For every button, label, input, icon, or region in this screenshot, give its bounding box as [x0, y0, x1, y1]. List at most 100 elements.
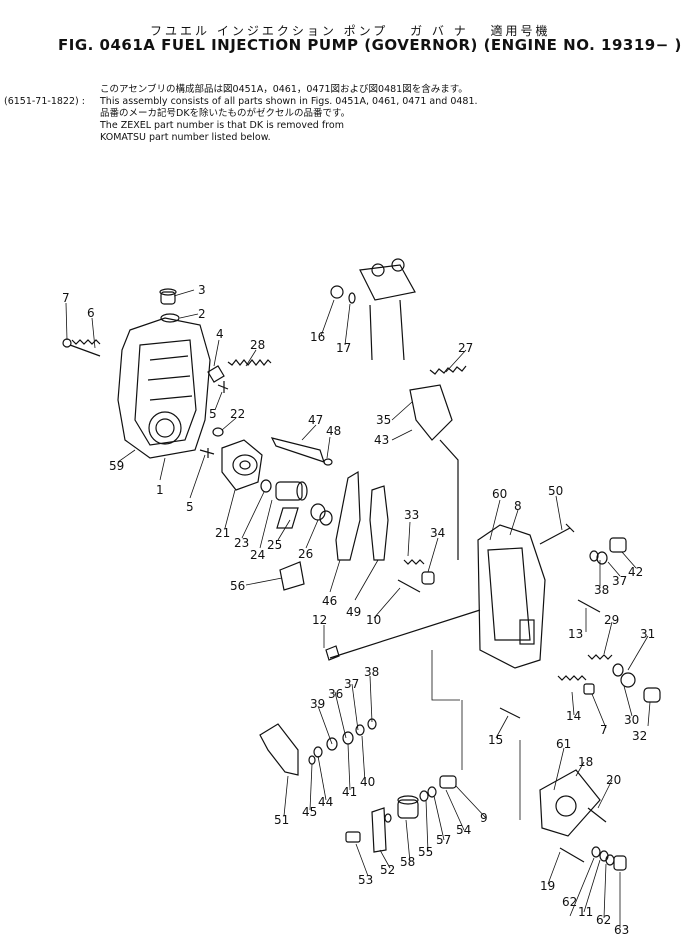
callout-labels: 7 6 3 2 4 28 5 22 59 1 5 21 23 24 25 26 … — [62, 283, 655, 936]
nut — [583, 683, 595, 695]
banjo-bolt — [330, 285, 344, 299]
callout-2: 2 — [198, 307, 206, 321]
note-line-1: このアセンブリの構成部品は図0451A，0461，0471図および図0481図を… — [100, 84, 468, 95]
callout-31: 31 — [640, 627, 655, 641]
callout-62: 62 — [562, 895, 577, 909]
callout-11: 11 — [578, 905, 593, 919]
bolt — [345, 831, 361, 843]
note-line-3: 品番のメーカ記号DKを除いたものがゼクセルの品番です。 — [100, 108, 351, 119]
note-line-4: The ZEXEL part number is that DK is remo… — [100, 120, 344, 131]
callout-7b: 7 — [600, 723, 608, 737]
callout-28: 28 — [250, 338, 265, 352]
flyweight-holder — [221, 439, 263, 491]
callout-5: 5 — [209, 407, 217, 421]
spring — [71, 339, 101, 345]
callout-43: 43 — [374, 433, 389, 447]
note-line-5: KOMATSU part number listed below. — [100, 132, 271, 143]
callout-36: 36 — [328, 687, 343, 701]
cap-nut — [613, 855, 627, 871]
callout-19: 19 — [540, 879, 555, 893]
note-line-2: This assembly consists of all parts show… — [100, 96, 478, 107]
callout-60: 60 — [492, 487, 507, 501]
callout-22: 22 — [230, 407, 245, 421]
screw — [587, 807, 607, 823]
callout-3: 3 — [198, 283, 206, 297]
callout-10: 10 — [366, 613, 381, 627]
callout-56: 56 — [230, 579, 245, 593]
sleeve — [275, 481, 308, 501]
callout-13: 13 — [568, 627, 583, 641]
lever — [270, 437, 325, 463]
stop-lever — [259, 723, 299, 776]
callout-8: 8 — [514, 499, 522, 513]
callout-51: 51 — [274, 813, 289, 827]
bolt — [577, 599, 601, 613]
callout-61: 61 — [556, 737, 571, 751]
washer — [308, 755, 316, 765]
nut — [421, 571, 435, 585]
control-lever — [409, 384, 453, 441]
plug — [609, 537, 627, 553]
washer — [260, 479, 272, 493]
callout-41: 41 — [342, 785, 357, 799]
callout-63: 63 — [614, 923, 629, 936]
washer — [355, 724, 365, 736]
spring — [403, 559, 425, 565]
callout-37b: 37 — [344, 677, 359, 691]
long-bolt — [539, 523, 575, 545]
adjusting-screw — [397, 579, 421, 593]
callout-20: 20 — [606, 773, 621, 787]
cap-nut — [643, 687, 661, 703]
washer — [348, 292, 356, 304]
callout-16: 16 — [310, 330, 325, 344]
callout-50: 50 — [548, 484, 563, 498]
spring — [429, 365, 467, 375]
nut — [596, 551, 608, 565]
figure-title-japanese: フユエル インジエクション ポンプ ガ バ ナ 適用号機 — [150, 24, 551, 38]
small-bracket — [207, 365, 225, 383]
callout-14: 14 — [566, 709, 581, 723]
nut — [326, 737, 338, 751]
washer — [591, 846, 601, 858]
callout-53: 53 — [358, 873, 373, 887]
washer — [313, 746, 323, 758]
callout-33: 33 — [404, 508, 419, 522]
callout-44: 44 — [318, 795, 333, 809]
callout-12: 12 — [312, 613, 327, 627]
callout-17: 17 — [336, 341, 351, 355]
tension-spring — [227, 359, 272, 366]
bushing — [397, 795, 419, 819]
callout-18: 18 — [578, 755, 593, 769]
callout-5b: 5 — [186, 500, 194, 514]
plug-cap — [159, 288, 177, 305]
spacer — [276, 507, 299, 529]
bolt — [559, 847, 585, 863]
part-code: (6151-71-1822) : — [4, 96, 85, 107]
bolt — [325, 609, 481, 661]
nut — [620, 672, 636, 688]
nut — [342, 731, 354, 745]
floating-lever — [335, 470, 361, 561]
pin — [212, 427, 224, 437]
fuel-block — [359, 258, 416, 361]
callout-30: 30 — [624, 713, 639, 727]
washer — [612, 663, 624, 677]
washer — [384, 813, 392, 823]
callout-27: 27 — [458, 341, 473, 355]
nut — [439, 775, 457, 789]
callout-38b: 38 — [364, 665, 379, 679]
callout-58: 58 — [400, 855, 415, 869]
callout-4: 4 — [216, 327, 224, 341]
callout-46: 46 — [322, 594, 337, 608]
link-bracket — [279, 561, 305, 591]
callout-32: 32 — [632, 729, 647, 743]
pin — [323, 458, 333, 466]
shaft — [439, 439, 459, 560]
callout-57: 57 — [436, 833, 451, 847]
callout-54: 54 — [456, 823, 471, 837]
callout-25: 25 — [267, 538, 282, 552]
callout-40: 40 — [360, 775, 375, 789]
bearing — [319, 510, 333, 526]
callout-7: 7 — [62, 291, 70, 305]
spring — [557, 675, 587, 681]
